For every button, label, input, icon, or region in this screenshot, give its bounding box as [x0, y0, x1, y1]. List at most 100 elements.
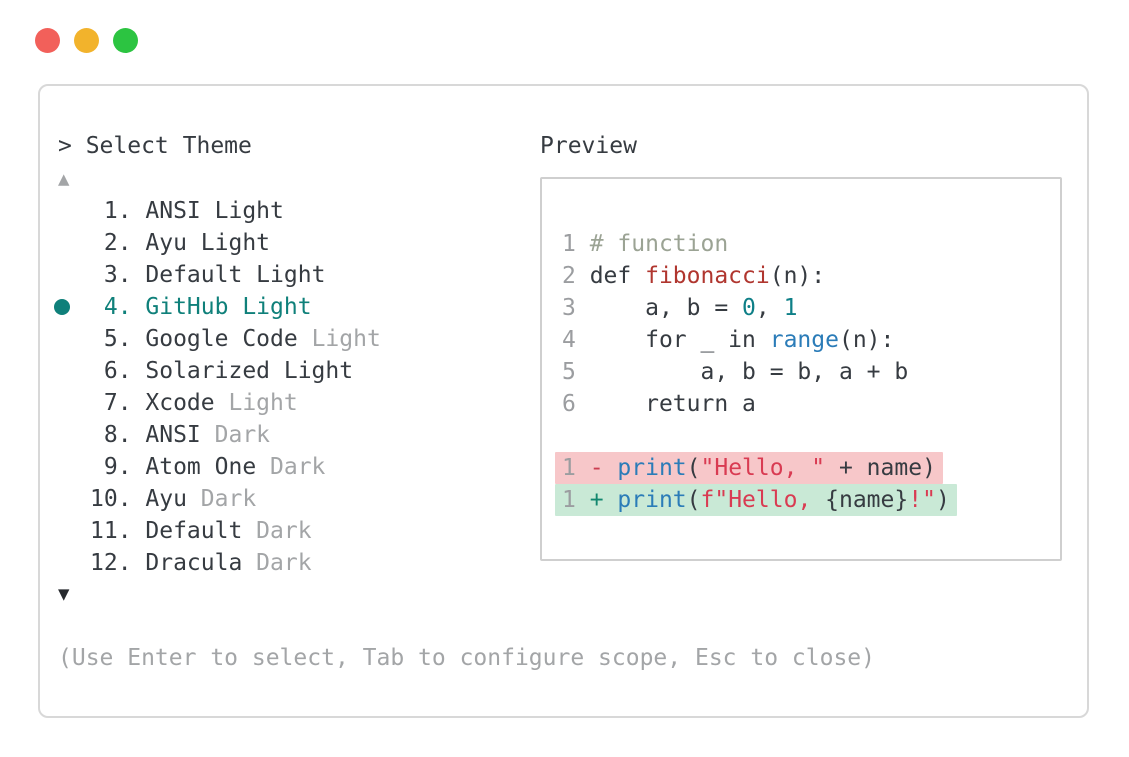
diff-added-line: 1 + print(f"Hello, {name}!"): [555, 484, 1060, 516]
theme-list-item-ayu-light[interactable]: 2. Ayu Light: [90, 227, 381, 259]
theme-item-number: 5.: [90, 326, 146, 352]
theme-item-number: 9.: [90, 454, 146, 480]
code-token-string: !": [908, 487, 936, 513]
line-content: 5 a, b = b, a + b: [555, 356, 915, 388]
theme-list-item-google-code-light[interactable]: 5. Google Code Light: [90, 323, 381, 355]
theme-item-variant: Light: [200, 198, 284, 224]
theme-item-variant: Dark: [242, 550, 312, 576]
theme-item-name: Ayu: [145, 230, 187, 256]
theme-item-number: 1.: [90, 198, 146, 224]
scroll-down-icon[interactable]: ▼: [58, 583, 70, 605]
theme-list-item-ansi-dark[interactable]: 8. ANSI Dark: [90, 419, 381, 451]
line-content: 2 def fibonacci(n):: [555, 260, 832, 292]
code-line: 1 # function: [555, 228, 1060, 260]
theme-item-name: Google Code: [145, 326, 298, 352]
preview-title: Preview: [540, 133, 637, 159]
code-line: 2 def fibonacci(n):: [555, 260, 1060, 292]
theme-item-number: 2.: [90, 230, 146, 256]
theme-list-item-ansi-light[interactable]: 1. ANSI Light: [90, 195, 381, 227]
line-content: 4 for _ in range(n):: [555, 324, 901, 356]
theme-item-name: Dracula: [145, 550, 243, 576]
scroll-up-icon[interactable]: ▲: [58, 168, 70, 190]
theme-list: 1. ANSI Light 2. Ayu Light 3. Default Li…: [54, 195, 381, 579]
theme-item-variant: Light: [242, 262, 326, 288]
line-content: 1 - print("Hello, " + name): [555, 452, 943, 484]
hint-text: (Use Enter to select, Tab to configure s…: [58, 645, 875, 671]
theme-list-item-dracula-dark[interactable]: 12. Dracula Dark: [90, 547, 381, 579]
theme-item-variant: Light: [186, 230, 271, 256]
code-token-builtin: print: [617, 487, 687, 513]
theme-list-item-xcode-light[interactable]: 7. Xcode Light: [90, 387, 381, 419]
theme-item-number: 3.: [90, 262, 146, 288]
theme-item-number: 10.: [90, 486, 146, 512]
theme-item-variant: Light: [228, 294, 312, 320]
theme-item-variant: Light: [297, 326, 381, 352]
theme-item-number: 7.: [90, 390, 146, 416]
theme-item-number: 8.: [90, 422, 146, 448]
theme-item-name: Solarized: [145, 358, 271, 384]
code-token-string: f"Hello,: [700, 487, 826, 513]
theme-list-item-default-light[interactable]: 3. Default Light: [90, 259, 381, 291]
line-number: 1: [562, 455, 590, 481]
code-token-code: + name): [825, 455, 936, 481]
code-token-num: 1: [783, 295, 798, 321]
code-token-comment: # function: [589, 231, 729, 257]
code-line: 3 a, b = 0, 1: [555, 292, 1060, 324]
code-token-builtin: print: [617, 455, 687, 481]
diff-removed-line: 1 - print("Hello, " + name): [555, 452, 1060, 484]
theme-item-name: ANSI: [145, 422, 201, 448]
theme-item-name: GitHub: [145, 294, 229, 320]
code-token-code: (n):: [838, 327, 895, 353]
code-token-code: for _ in: [589, 327, 770, 353]
line-number: 5: [562, 359, 590, 385]
code-line: 4 for _ in range(n):: [555, 324, 1060, 356]
theme-item-name: Ayu: [145, 486, 187, 512]
code-token-code: a, b =: [589, 295, 743, 321]
code-token-func: fibonacci: [645, 263, 770, 289]
zoom-button[interactable]: [113, 28, 138, 53]
theme-item-variant: Light: [270, 358, 354, 384]
blank-line: [555, 420, 1060, 452]
theme-item-number: 12.: [90, 550, 146, 576]
line-number: 1: [562, 487, 590, 513]
close-button[interactable]: [35, 28, 60, 53]
theme-list-item-ayu-dark[interactable]: 10. Ayu Dark: [90, 483, 381, 515]
theme-item-name: Default: [145, 262, 243, 288]
code-token-code: (: [686, 455, 701, 481]
line-number: 3: [562, 295, 590, 321]
code-token-code: (n):: [769, 263, 826, 289]
line-number: 2: [562, 263, 590, 289]
theme-list-item-solarized-light[interactable]: 6. Solarized Light: [90, 355, 381, 387]
theme-list-item-default-dark[interactable]: 11. Default Dark: [90, 515, 381, 547]
line-number: 1: [562, 231, 590, 257]
code-token-builtin: range: [769, 327, 839, 353]
code-token-code: def: [589, 263, 646, 289]
code-token-code: return a: [589, 391, 756, 417]
theme-item-variant: Dark: [200, 422, 271, 448]
theme-picker-window: > Select Theme Preview ▲ 1. ANSI Light 2…: [38, 84, 1089, 718]
line-content: 3 a, b = 0, 1: [555, 292, 804, 324]
theme-item-name: ANSI: [145, 198, 201, 224]
theme-list-item-github-light[interactable]: 4. GitHub Light: [54, 291, 381, 323]
line-number: 4: [562, 327, 590, 353]
line-content: 1 # function: [555, 228, 735, 260]
selected-bullet-icon: [54, 299, 70, 315]
code-token-code: (: [686, 487, 701, 513]
code-token-num: 0: [742, 295, 756, 321]
theme-item-number: 11.: [90, 518, 146, 544]
theme-item-name: Atom One: [145, 454, 257, 480]
picker-title: > Select Theme: [58, 133, 252, 159]
line-content: 1 + print(f"Hello, {name}!"): [555, 484, 957, 516]
theme-item-number: 6.: [90, 358, 146, 384]
theme-list-item-atom-one-dark[interactable]: 9. Atom One Dark: [90, 451, 381, 483]
line-content: 6 return a: [555, 388, 763, 420]
line-number: 6: [562, 391, 590, 417]
window-controls: [35, 28, 138, 53]
minimize-button[interactable]: [74, 28, 99, 53]
theme-item-number: 4.: [90, 294, 146, 320]
theme-item-name: Default: [145, 518, 243, 544]
code-token-del-marker: -: [589, 455, 618, 481]
code-token-code: {name}: [825, 487, 909, 513]
